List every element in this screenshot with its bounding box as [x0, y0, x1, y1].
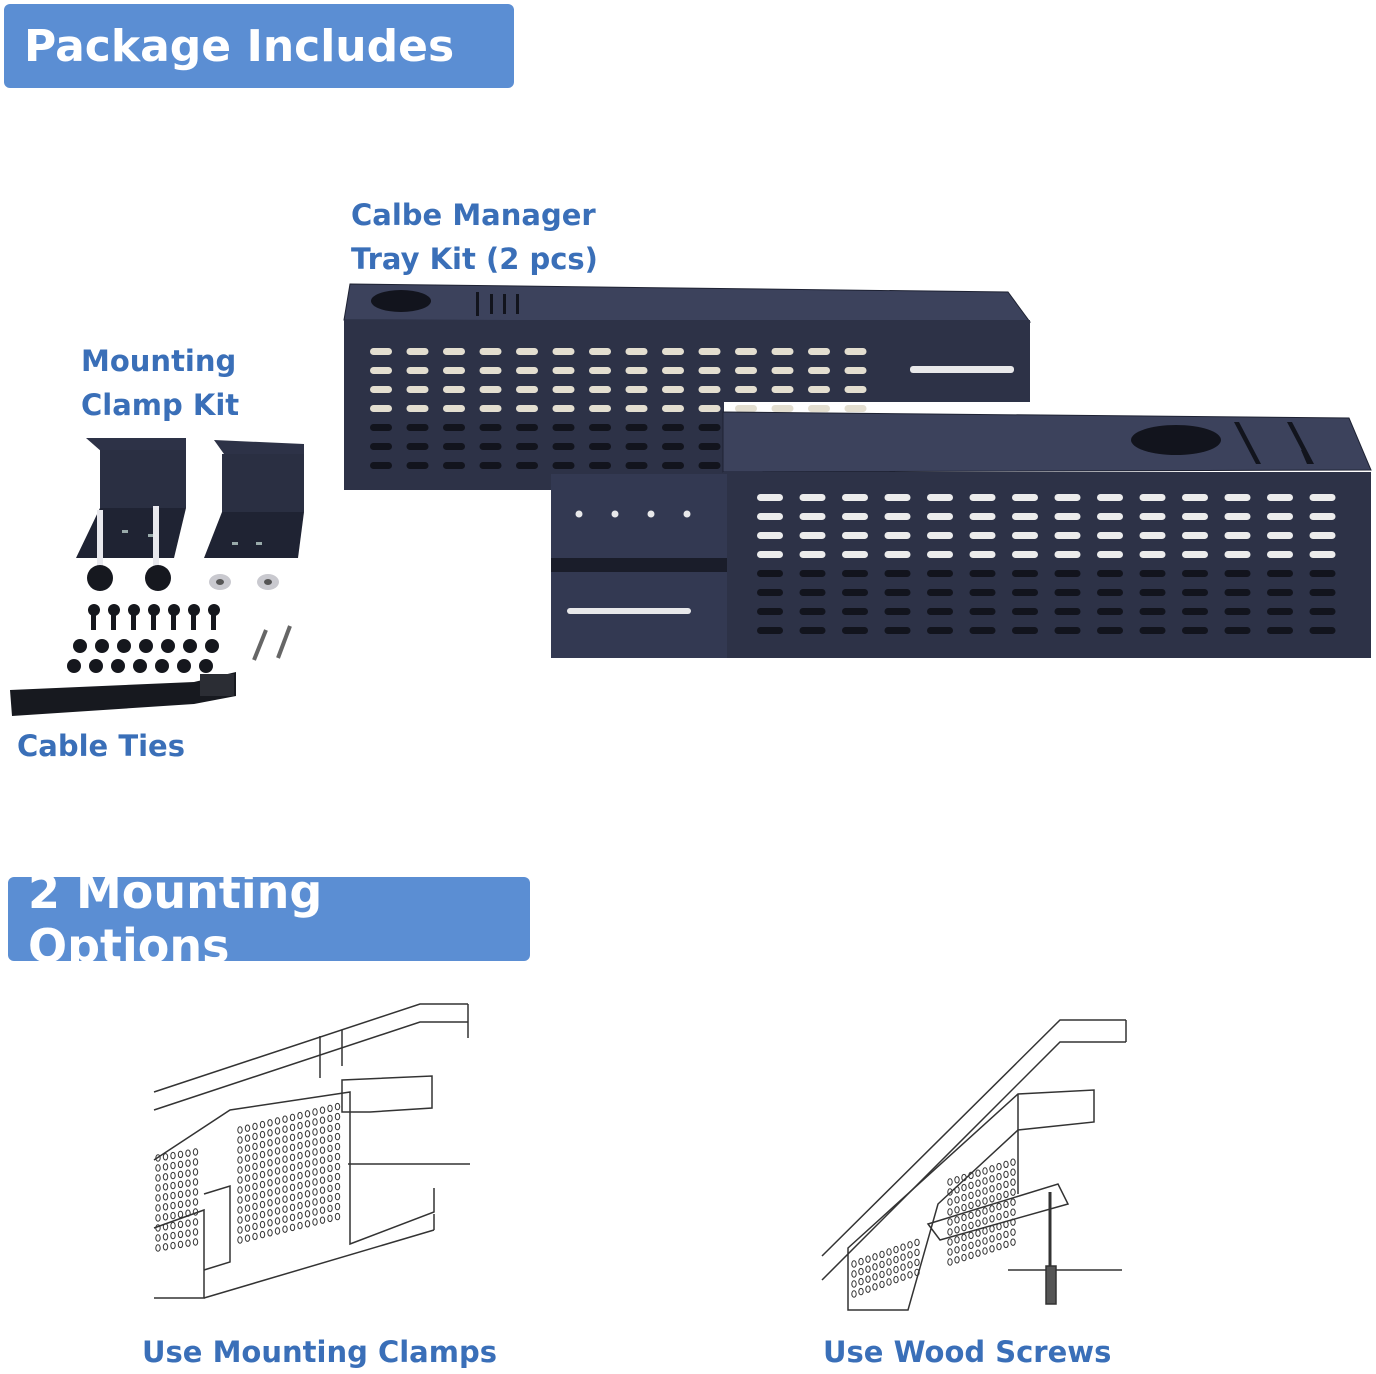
use-mounting-clamps-label: Use Mounting Clamps [142, 1330, 497, 1374]
tray-front-vent-slots [757, 494, 1336, 634]
package-includes-title: Package Includes [24, 20, 455, 72]
cable-tray-front-image [551, 411, 1372, 658]
mounting-options-banner: 2 Mounting Options [8, 865, 530, 973]
clamp-diagram-holes [155, 1102, 341, 1252]
mounting-options-title: 2 Mounting Options [28, 865, 323, 973]
use-mounting-clamps-text: Use Mounting Clamps [142, 1335, 497, 1369]
mounting-clamps-diagram [153, 1003, 470, 1299]
use-wood-screws-label: Use Wood Screws [823, 1330, 1111, 1374]
clamp-kit-label-line1: Mounting [81, 344, 237, 378]
mounting-clamp-kit-image [10, 438, 304, 716]
tray-kit-label-line2: Tray Kit (2 pcs) [351, 242, 598, 276]
clamp-kit-label-line2: Clamp Kit [81, 388, 240, 422]
package-includes-banner: Package Includes [4, 4, 514, 88]
use-wood-screws-text: Use Wood Screws [823, 1335, 1112, 1369]
tray-kit-label: Calbe Manager Tray Kit (2 pcs) [351, 193, 598, 281]
cable-ties-label-text: Cable Ties [17, 729, 185, 763]
cable-tray-back-image [343, 283, 1031, 490]
screws-diagram-holes [851, 1158, 1016, 1298]
wood-screws-diagram [821, 1019, 1127, 1311]
tray-kit-label-line1: Calbe Manager [351, 198, 596, 232]
cable-ties-label: Cable Ties [17, 724, 185, 768]
clamp-kit-label: Mounting Clamp Kit [81, 339, 239, 427]
